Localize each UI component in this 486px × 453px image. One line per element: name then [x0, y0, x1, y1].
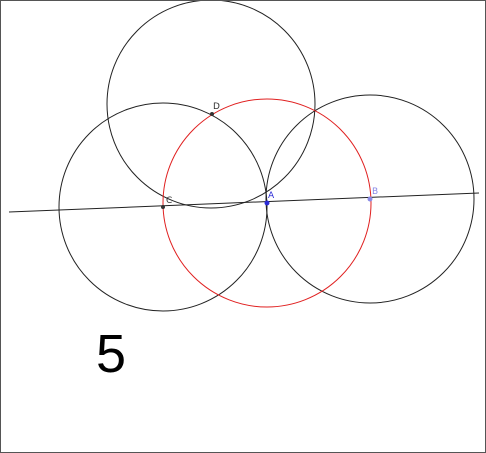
point-C[interactable] [161, 205, 165, 209]
circle-top [106, 1, 316, 209]
figure-number: 5 [96, 324, 127, 384]
label-C: C [166, 196, 172, 206]
circle-red [162, 98, 372, 308]
circle-left [58, 102, 268, 312]
point-B[interactable] [367, 196, 373, 202]
point-A[interactable] [264, 200, 270, 206]
label-B: B [372, 187, 378, 197]
label-A: A [268, 191, 275, 201]
label-D: D [213, 102, 220, 112]
point-D[interactable] [210, 112, 214, 116]
circle-right [265, 94, 475, 304]
